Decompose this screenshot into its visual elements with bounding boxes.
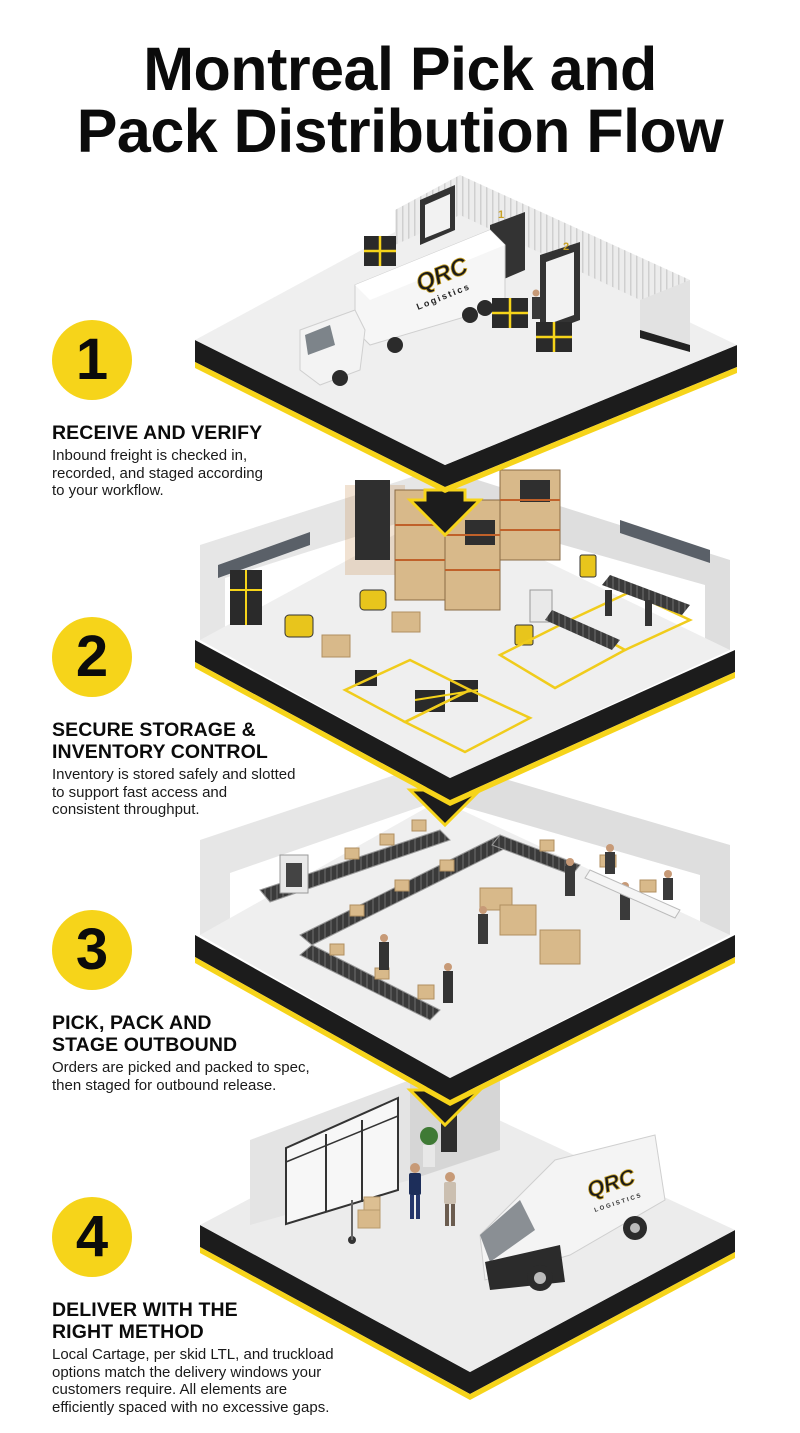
step-description-line: recorded, and staged according xyxy=(52,464,263,482)
step-description-line: Orders are picked and packed to spec, xyxy=(52,1059,310,1076)
step-description: Local Cartage, per skid LTL, and trucklo… xyxy=(52,1346,382,1416)
step-description-line: to support fast access and xyxy=(52,783,228,801)
title-line-2: Pack Distribution Flow xyxy=(76,97,724,165)
platform-2-storage xyxy=(195,468,735,806)
step-heading-line: RECEIVE AND VERIFY xyxy=(52,422,263,444)
platform-3-pick-pack xyxy=(195,760,735,1106)
step-description: Inbound freight is checked in, recorded,… xyxy=(52,447,352,500)
courier-figure xyxy=(409,1163,421,1219)
customer-figure xyxy=(444,1172,456,1226)
step-description-line: consistent throughput. xyxy=(52,801,200,818)
step-heading-line: PICK, PACK AND xyxy=(52,1012,212,1034)
step-description-line: then staged for outbound release. xyxy=(52,1076,277,1094)
semi-truck: QRC Logistics xyxy=(299,229,506,386)
step-3: 3 PICK, PACK AND STAGE OUTBOUND Orders a… xyxy=(52,910,352,1094)
step-number-badge: 1 xyxy=(52,320,132,400)
dock-label-2: 2 xyxy=(563,241,569,253)
step-description-line: options match the delivery windows your xyxy=(52,1363,322,1381)
platform-1-receive: 1 2 QRC Logistics xyxy=(195,175,737,493)
step-description: Inventory is stored safely and slotted t… xyxy=(52,766,352,819)
step-heading: PICK, PACK AND STAGE OUTBOUND xyxy=(52,1012,352,1056)
dock-label-1: 1 xyxy=(498,209,504,221)
step-heading-line: STAGE OUTBOUND xyxy=(52,1034,238,1056)
step-description-line: efficiently spaced with no excessive gap… xyxy=(52,1398,330,1416)
step-description-line: customers require. All elements are xyxy=(52,1381,288,1398)
step-description-line: Local Cartage, per skid LTL, and trucklo… xyxy=(52,1346,334,1363)
step-4: 4 DELIVER WITH THE RIGHT METHOD Local Ca… xyxy=(52,1197,382,1416)
arrow-1-to-2-icon xyxy=(406,488,484,538)
step-heading: DELIVER WITH THE RIGHT METHOD xyxy=(52,1299,382,1343)
delivery-van: QRC LOGISTICS xyxy=(479,1134,666,1291)
step-heading-line: RIGHT METHOD xyxy=(52,1321,204,1343)
step-description: Orders are picked and packed to spec, th… xyxy=(52,1059,352,1094)
step-description-line: Inbound freight is checked in, xyxy=(52,447,248,464)
step-heading-line: INVENTORY CONTROL xyxy=(52,741,268,763)
title-line-1: Montreal Pick and xyxy=(143,35,657,103)
step-heading: RECEIVE AND VERIFY xyxy=(52,422,352,444)
dock-door-3 xyxy=(540,242,580,335)
step-number-badge: 2 xyxy=(52,617,132,697)
step-number-badge: 3 xyxy=(52,910,132,990)
step-2: 2 SECURE STORAGE & INVENTORY CONTROL Inv… xyxy=(52,617,352,819)
step-1: 1 RECEIVE AND VERIFY Inbound freight is … xyxy=(52,320,352,500)
page-title: Montreal Pick and Pack Distribution Flow xyxy=(0,38,800,162)
step-heading-line: SECURE STORAGE & xyxy=(52,719,256,741)
step-heading-line: DELIVER WITH THE xyxy=(52,1299,238,1321)
step-description-line: Inventory is stored safely and slotted xyxy=(52,766,296,783)
dock-door-1 xyxy=(420,185,455,245)
step-description-line: to your workflow. xyxy=(52,482,164,499)
step-number-badge: 4 xyxy=(52,1197,132,1277)
step-heading: SECURE STORAGE & INVENTORY CONTROL xyxy=(52,719,352,763)
